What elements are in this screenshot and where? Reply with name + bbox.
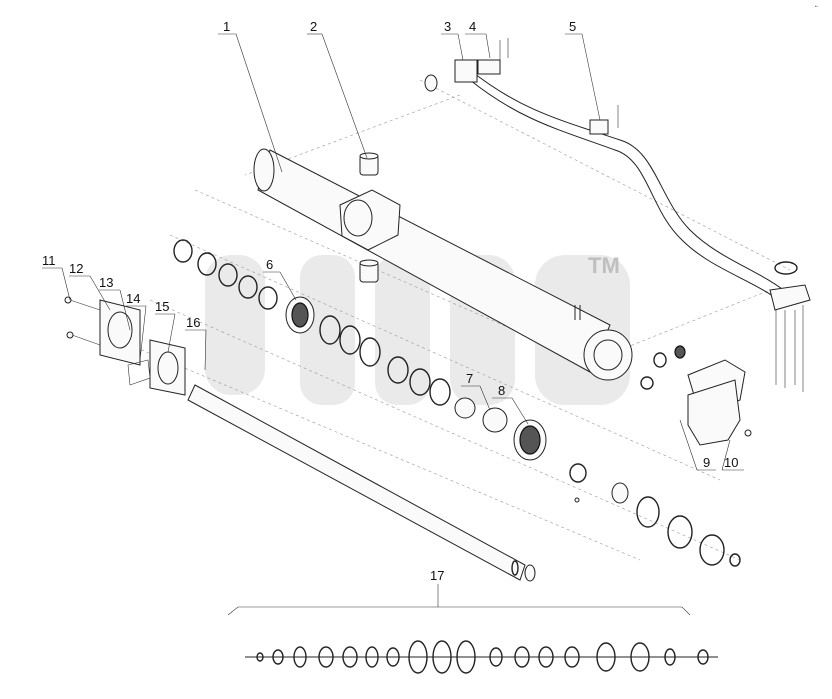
- callout-17: 17: [430, 568, 444, 583]
- bushing: [359, 152, 379, 283]
- hydraulic-pipe: [424, 38, 811, 392]
- piston-rod: [187, 384, 536, 582]
- watermark-tm: TM: [588, 253, 620, 278]
- callout-4: 4: [469, 19, 476, 34]
- callout-15: 15: [155, 299, 169, 314]
- rod-end-flanges: [64, 296, 186, 396]
- callout-1: 1: [223, 19, 230, 34]
- callout-7: 7: [466, 371, 473, 386]
- callout-2: 2: [310, 19, 317, 34]
- seal-rings: [173, 239, 741, 567]
- callout-10: 10: [724, 455, 738, 470]
- seal-kit-row: [227, 606, 718, 674]
- callout-14: 14: [126, 291, 140, 306]
- cylinder-barrel: [253, 148, 633, 381]
- callout-8: 8: [498, 383, 505, 398]
- callout-3: 3: [444, 19, 451, 34]
- callout-13: 13: [99, 275, 113, 290]
- corner-mark: •·: [815, 4, 819, 10]
- callout-16: 16: [186, 315, 200, 330]
- valve-block: [640, 345, 752, 446]
- callout-9: 9: [703, 455, 710, 470]
- callout-6: 6: [266, 257, 273, 272]
- callout-12: 12: [69, 261, 83, 276]
- callout-labels: 1 2 3 4 5 6 7 8 9 10 11 12 13 14 15 16 1…: [42, 19, 738, 583]
- callout-5: 5: [569, 19, 576, 34]
- leader-lines: [42, 33, 744, 607]
- callout-11: 11: [42, 253, 56, 268]
